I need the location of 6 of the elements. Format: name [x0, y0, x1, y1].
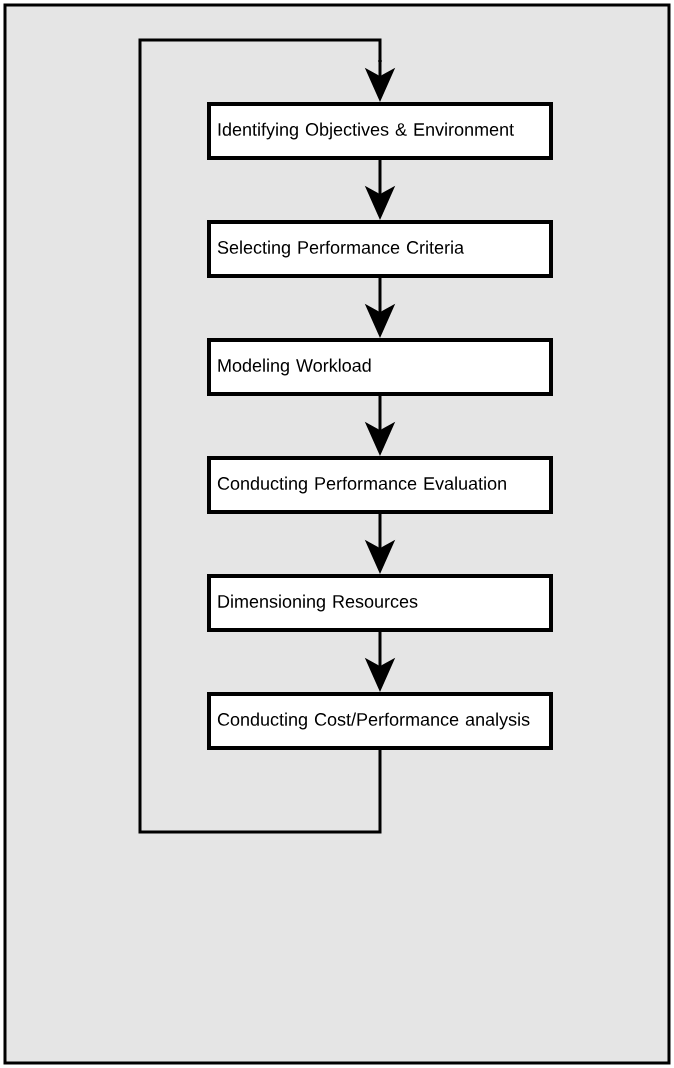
- process-box: Dimensioning Resources: [207, 574, 553, 632]
- process-box: Conducting Cost/Performance analysis: [207, 692, 553, 750]
- process-box: Conducting Performance Evaluation: [207, 456, 553, 514]
- process-box: Identifying Objectives & Environment: [207, 102, 553, 160]
- process-box: Selecting Performance Criteria: [207, 220, 553, 278]
- process-box: Modeling Workload: [207, 338, 553, 396]
